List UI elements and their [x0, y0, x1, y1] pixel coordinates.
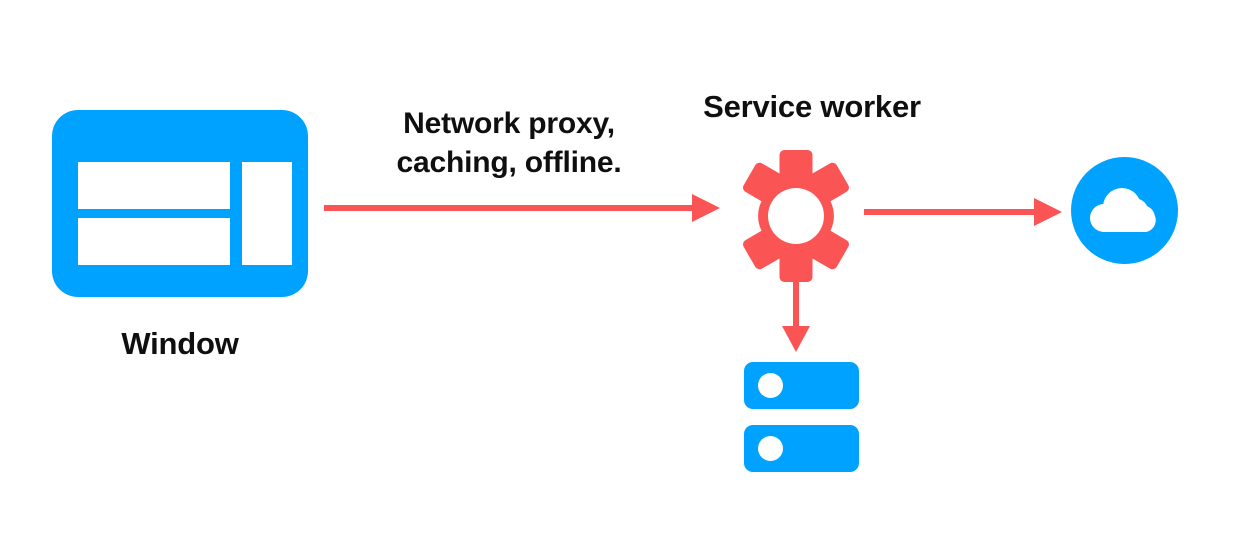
network-proxy-caption: Network proxy, caching, offline.: [396, 107, 622, 179]
arrow-service-worker-to-cloud: [862, 192, 1062, 232]
arrow-window-to-service-worker: [320, 188, 720, 228]
service-worker-node: [730, 148, 862, 284]
window-node: [52, 110, 308, 297]
window-pane-bottom: [78, 218, 230, 265]
storage-bar-top: [744, 362, 859, 409]
window-label: Window: [121, 326, 239, 361]
window-pane-side: [242, 162, 292, 265]
arrow-service-worker-to-storage: [770, 280, 822, 352]
storage-bar-bottom: [744, 425, 859, 472]
storage-indicator-dot: [758, 373, 783, 398]
browser-window-icon: [52, 110, 308, 297]
cloud-icon: [1088, 187, 1161, 233]
storage-indicator-dot: [758, 436, 783, 461]
service-worker-label: Service worker: [703, 89, 921, 124]
window-pane-top: [78, 162, 230, 209]
gear-icon: [743, 150, 849, 282]
cloud-node: [1071, 157, 1178, 264]
storage-node: [744, 362, 859, 472]
